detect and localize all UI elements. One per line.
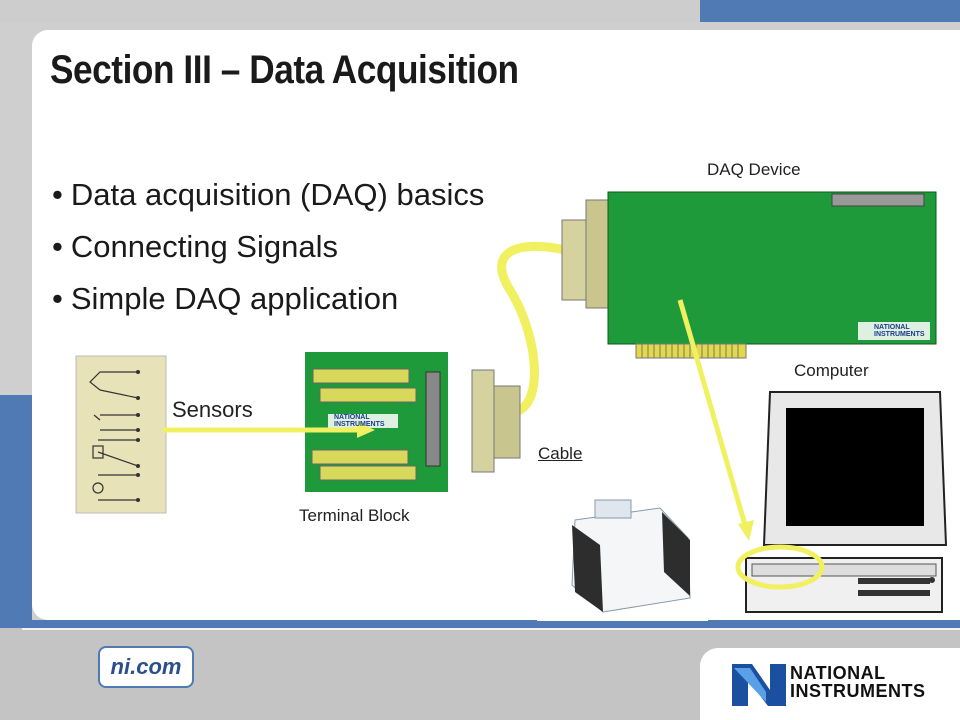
brand-line: INSTRUMENTS: [790, 681, 926, 701]
brand-line: NATIONAL: [790, 663, 886, 683]
bullet-list: Data acquisition (DAQ) basics Connecting…: [52, 175, 485, 331]
bullet-item: Simple DAQ application: [52, 279, 484, 331]
ni-com-link[interactable]: ni.com: [98, 646, 194, 688]
bullet-item: Connecting Signals: [52, 227, 484, 279]
cable-connector-line: [497, 241, 570, 415]
left-accent-bar: [0, 395, 32, 640]
terminal-block: [305, 352, 448, 492]
ni-eagle-logo-icon: [732, 664, 786, 706]
bullet-item: Data acquisition (DAQ) basics: [52, 175, 485, 227]
footer-accent-bar: [0, 620, 960, 628]
brand-line: NATIONAL: [874, 324, 910, 331]
brand-line: NATIONAL: [334, 414, 370, 421]
terminal-block-label: Terminal Block: [299, 506, 410, 525]
top-accent-bar: [700, 0, 960, 22]
sensors-panel: [75, 355, 167, 514]
brand-line: INSTRUMENTS: [334, 421, 385, 428]
brand-line: INSTRUMENTS: [874, 331, 925, 338]
left-stripe: [0, 22, 32, 395]
daq-board-brand: NATIONAL INSTRUMENTS: [874, 324, 925, 338]
arrows: [163, 299, 825, 590]
terminal-block-brand: NATIONAL INSTRUMENTS: [334, 414, 385, 428]
cable-label: Cable: [538, 444, 583, 463]
daq-device-label: DAQ Device: [707, 160, 801, 179]
footer-divider: [22, 628, 960, 630]
computer-label: Computer: [794, 361, 869, 380]
computer: [745, 391, 948, 613]
usb-daq-photo: [537, 496, 708, 621]
daq-board: [561, 191, 937, 359]
ni-brand-logo: NATIONAL INSTRUMENTS: [790, 664, 926, 700]
slide-title: Section III – Data Acquisition: [50, 48, 519, 92]
cable-connector: [471, 369, 521, 473]
sensors-label: Sensors: [172, 397, 253, 422]
